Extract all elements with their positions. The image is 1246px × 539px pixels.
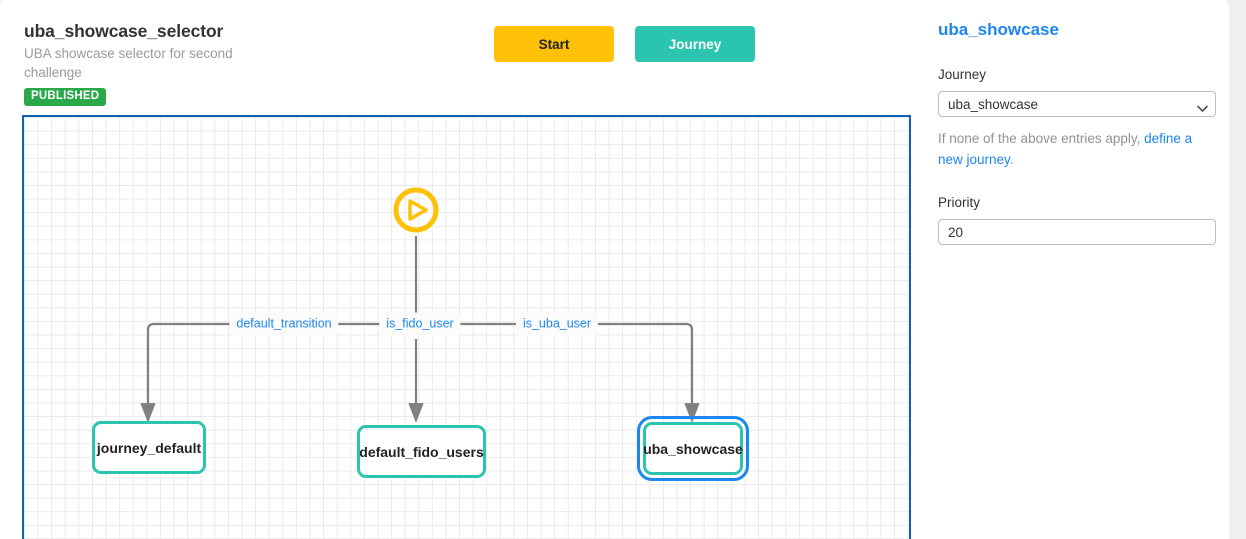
priority-field-label: Priority [938, 195, 981, 210]
priority-input[interactable] [938, 219, 1216, 245]
journey-field-label: Journey [938, 67, 987, 82]
header-block: uba_showcase_selector UBA showcase selec… [24, 20, 324, 106]
journey-button[interactable]: Journey [635, 26, 755, 62]
flow-canvas[interactable]: default_transition is_fido_user is_uba_u… [22, 115, 911, 539]
journey-helper-text: If none of the above entries apply, defi… [938, 128, 1216, 170]
page-subtitle: UBA showcase selector for second challen… [24, 46, 233, 80]
node-uba-showcase[interactable]: uba_showcase [637, 416, 749, 481]
helper-suffix: . [1009, 152, 1014, 167]
start-button[interactable]: Start [494, 26, 614, 62]
journey-select[interactable]: uba_showcase [938, 91, 1216, 117]
edge-label-is-uba-user[interactable]: is_uba_user [515, 312, 599, 336]
edge-label-is-fido-user[interactable]: is_fido_user [379, 312, 461, 336]
node-journey-default[interactable]: journey_default [92, 421, 206, 474]
node-default-fido-users[interactable]: default_fido_users [357, 425, 486, 478]
edge-label-default-transition[interactable]: default_transition [229, 312, 339, 336]
properties-panel: uba_showcase Journey uba_showcase If non… [938, 18, 1218, 245]
journey-select-wrap: uba_showcase [938, 91, 1218, 117]
panel-title: uba_showcase [938, 20, 1059, 39]
page-title: uba_showcase_selector [24, 21, 224, 41]
top-button-group: Start Journey [494, 26, 755, 62]
define-new-journey-link[interactable]: define a new journey [938, 131, 1193, 167]
flow-edges [140, 187, 700, 423]
helper-prefix: If none of the above entries apply, [938, 131, 1145, 146]
status-badge: PUBLISHED [24, 88, 107, 106]
